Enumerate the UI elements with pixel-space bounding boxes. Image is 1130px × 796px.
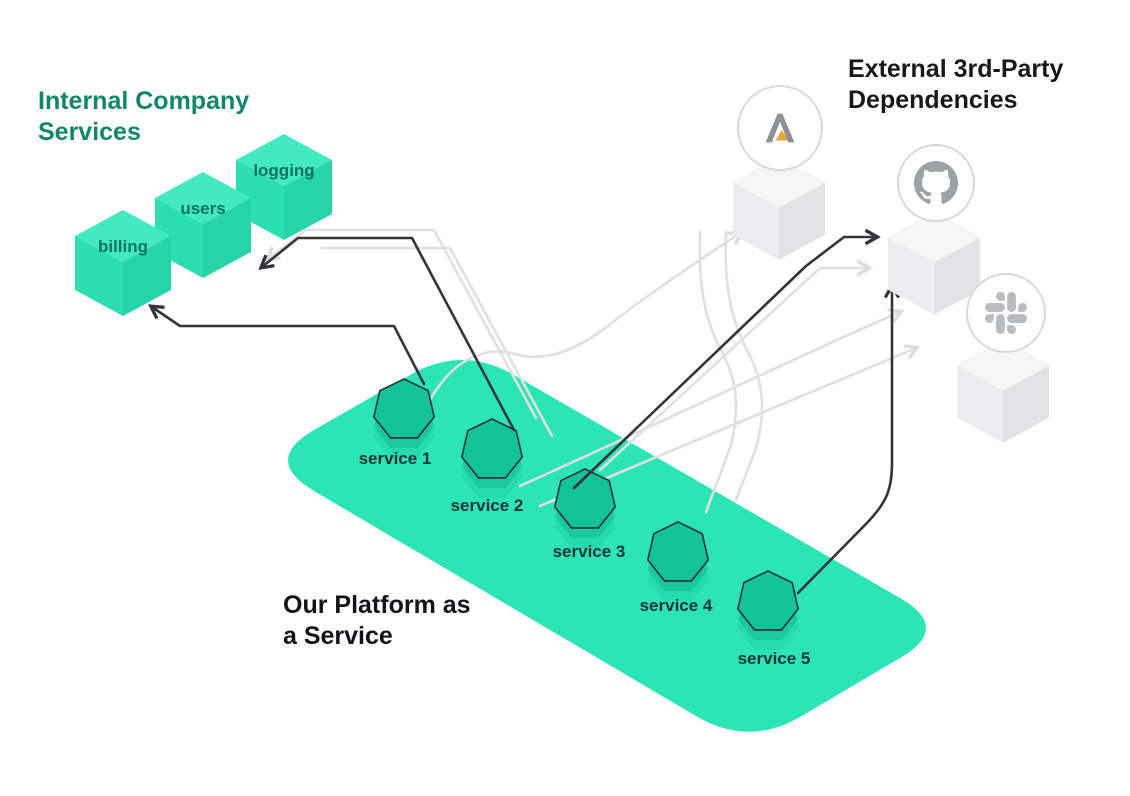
service-4-heptagon bbox=[646, 521, 710, 601]
arrow-service2-to-users bbox=[262, 236, 516, 432]
vendor-a-logo-badge bbox=[737, 85, 823, 171]
arrow-service5-to-github bbox=[796, 287, 892, 595]
external-dependency-cube-vendor-a bbox=[733, 158, 825, 260]
external-dependency-cube-slack bbox=[957, 341, 1049, 443]
github-logo-icon bbox=[914, 161, 958, 204]
flow-arrow-gray bbox=[598, 268, 868, 472]
arrow-service3-to-github bbox=[572, 237, 876, 490]
service-5-heptagon bbox=[736, 570, 800, 650]
external-dependencies-heading: External 3rd-Party Dependencies bbox=[848, 55, 1064, 114]
flow-arrow-gray bbox=[268, 228, 538, 420]
slack-logo-icon bbox=[985, 292, 1027, 334]
platform-plane bbox=[288, 360, 926, 732]
cube-icon bbox=[733, 158, 825, 260]
service-label: service 3 bbox=[552, 542, 626, 561]
service-label: service 4 bbox=[639, 596, 713, 615]
cube-icon bbox=[75, 210, 171, 316]
flow-arrow-gray bbox=[698, 230, 738, 514]
cube-label: billing bbox=[97, 237, 149, 256]
internal-service-cube-billing: billing bbox=[75, 210, 171, 316]
cube-icon bbox=[957, 341, 1049, 443]
service-label: service 5 bbox=[737, 649, 811, 668]
service-label: service 1 bbox=[358, 449, 432, 468]
cube-label: users bbox=[180, 199, 226, 218]
cube-icon bbox=[155, 172, 251, 278]
slack-logo-badge bbox=[966, 273, 1046, 353]
platform-heading: Our Platform as a Service bbox=[283, 591, 471, 650]
arrow-service1-to-billing bbox=[152, 307, 426, 386]
flow-arrow-gray bbox=[518, 312, 900, 488]
cube-label: logging bbox=[253, 161, 315, 180]
flow-arrow-gray bbox=[320, 246, 554, 438]
service-3-heptagon bbox=[553, 468, 617, 548]
service-1-heptagon bbox=[372, 378, 436, 458]
internal-services-heading: Internal Company Services bbox=[38, 87, 250, 146]
flow-arrow-gray bbox=[724, 230, 764, 502]
cube-icon bbox=[888, 213, 980, 315]
github-logo-badge bbox=[897, 144, 975, 222]
external-dependency-cube-github bbox=[888, 213, 980, 315]
vendor-a-logo-icon bbox=[765, 113, 795, 143]
service-2-heptagon bbox=[460, 418, 524, 498]
service-label: service 2 bbox=[450, 496, 524, 515]
platform-service-nodes bbox=[372, 378, 800, 650]
dependency-arrows bbox=[152, 236, 892, 595]
internal-service-cube-users: users bbox=[155, 172, 251, 278]
